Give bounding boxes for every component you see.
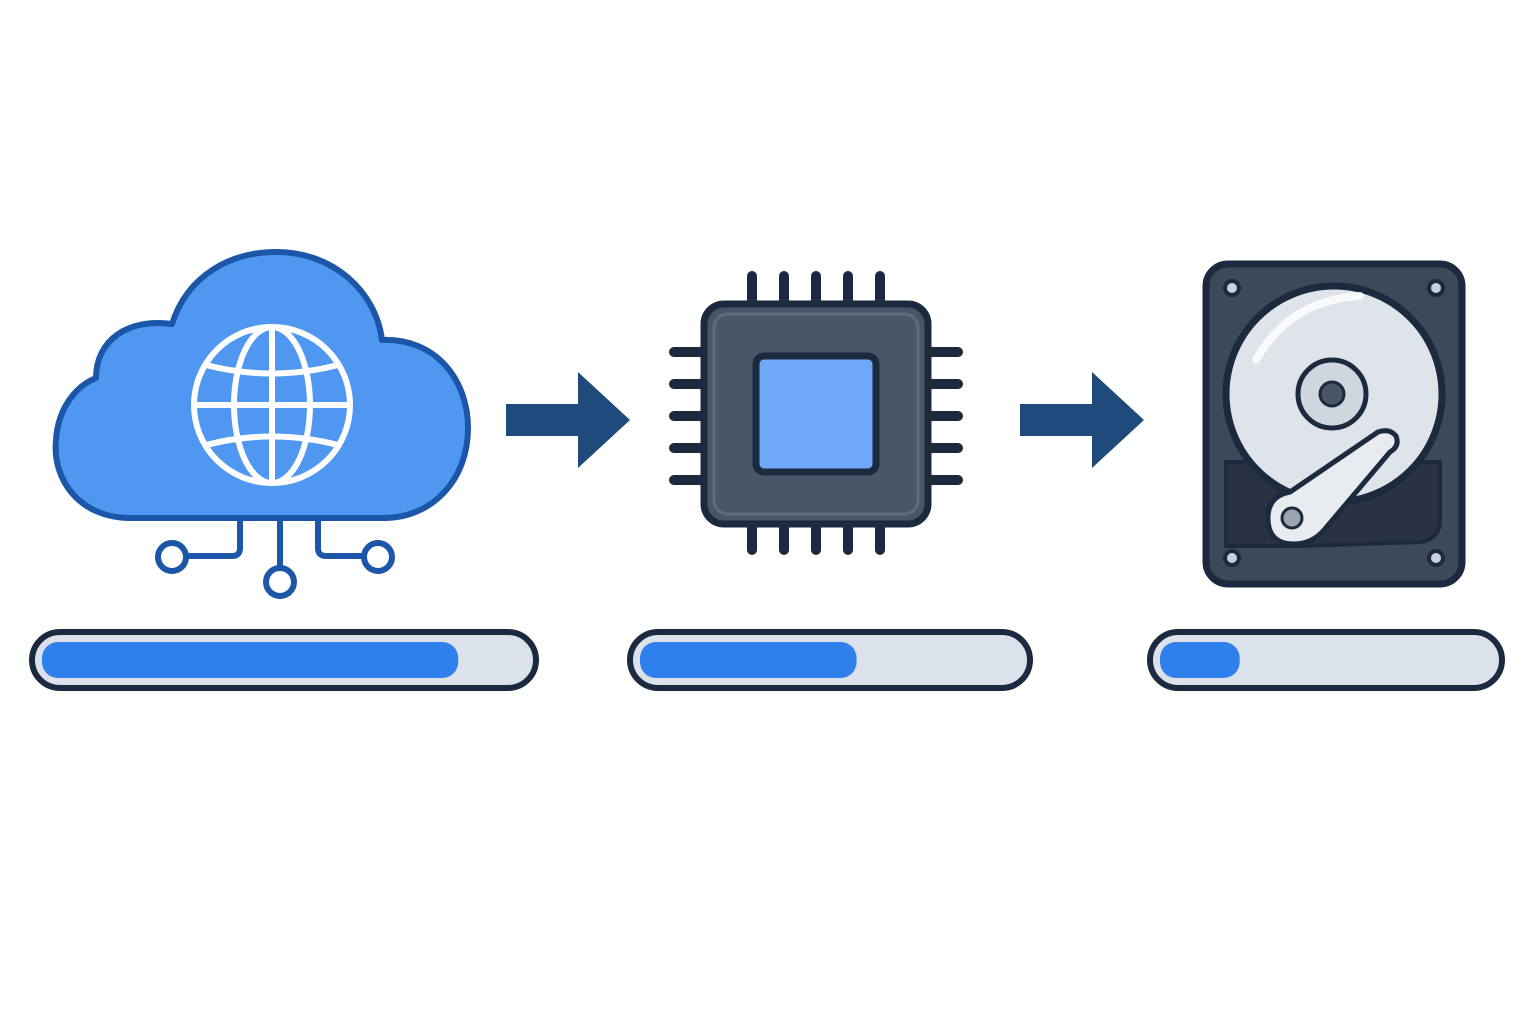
chip-pins: [669, 271, 963, 555]
progress-track: [1147, 629, 1505, 691]
progress-bar-cloud: [29, 629, 539, 691]
cloud-network-icon: [52, 249, 471, 599]
hard-drive-icon: [1202, 260, 1466, 588]
cloud-shape: [52, 249, 471, 521]
drive-screws: [1223, 279, 1445, 567]
cpu-chip-icon: [669, 271, 963, 555]
progress-fill: [42, 642, 459, 678]
progress-bar-cpu: [627, 629, 1033, 691]
globe-icon: [191, 324, 353, 486]
progress-bar-drive: [1147, 629, 1505, 691]
network-connectors: [155, 517, 395, 599]
progress-fill: [640, 642, 857, 678]
arrow-right-icon: [1020, 372, 1144, 468]
arrow-right-icon: [506, 372, 630, 468]
platter-shine: [1252, 292, 1364, 364]
progress-fill: [1160, 642, 1240, 678]
chip-die: [752, 352, 880, 476]
chip-body-highlight: [712, 312, 920, 516]
